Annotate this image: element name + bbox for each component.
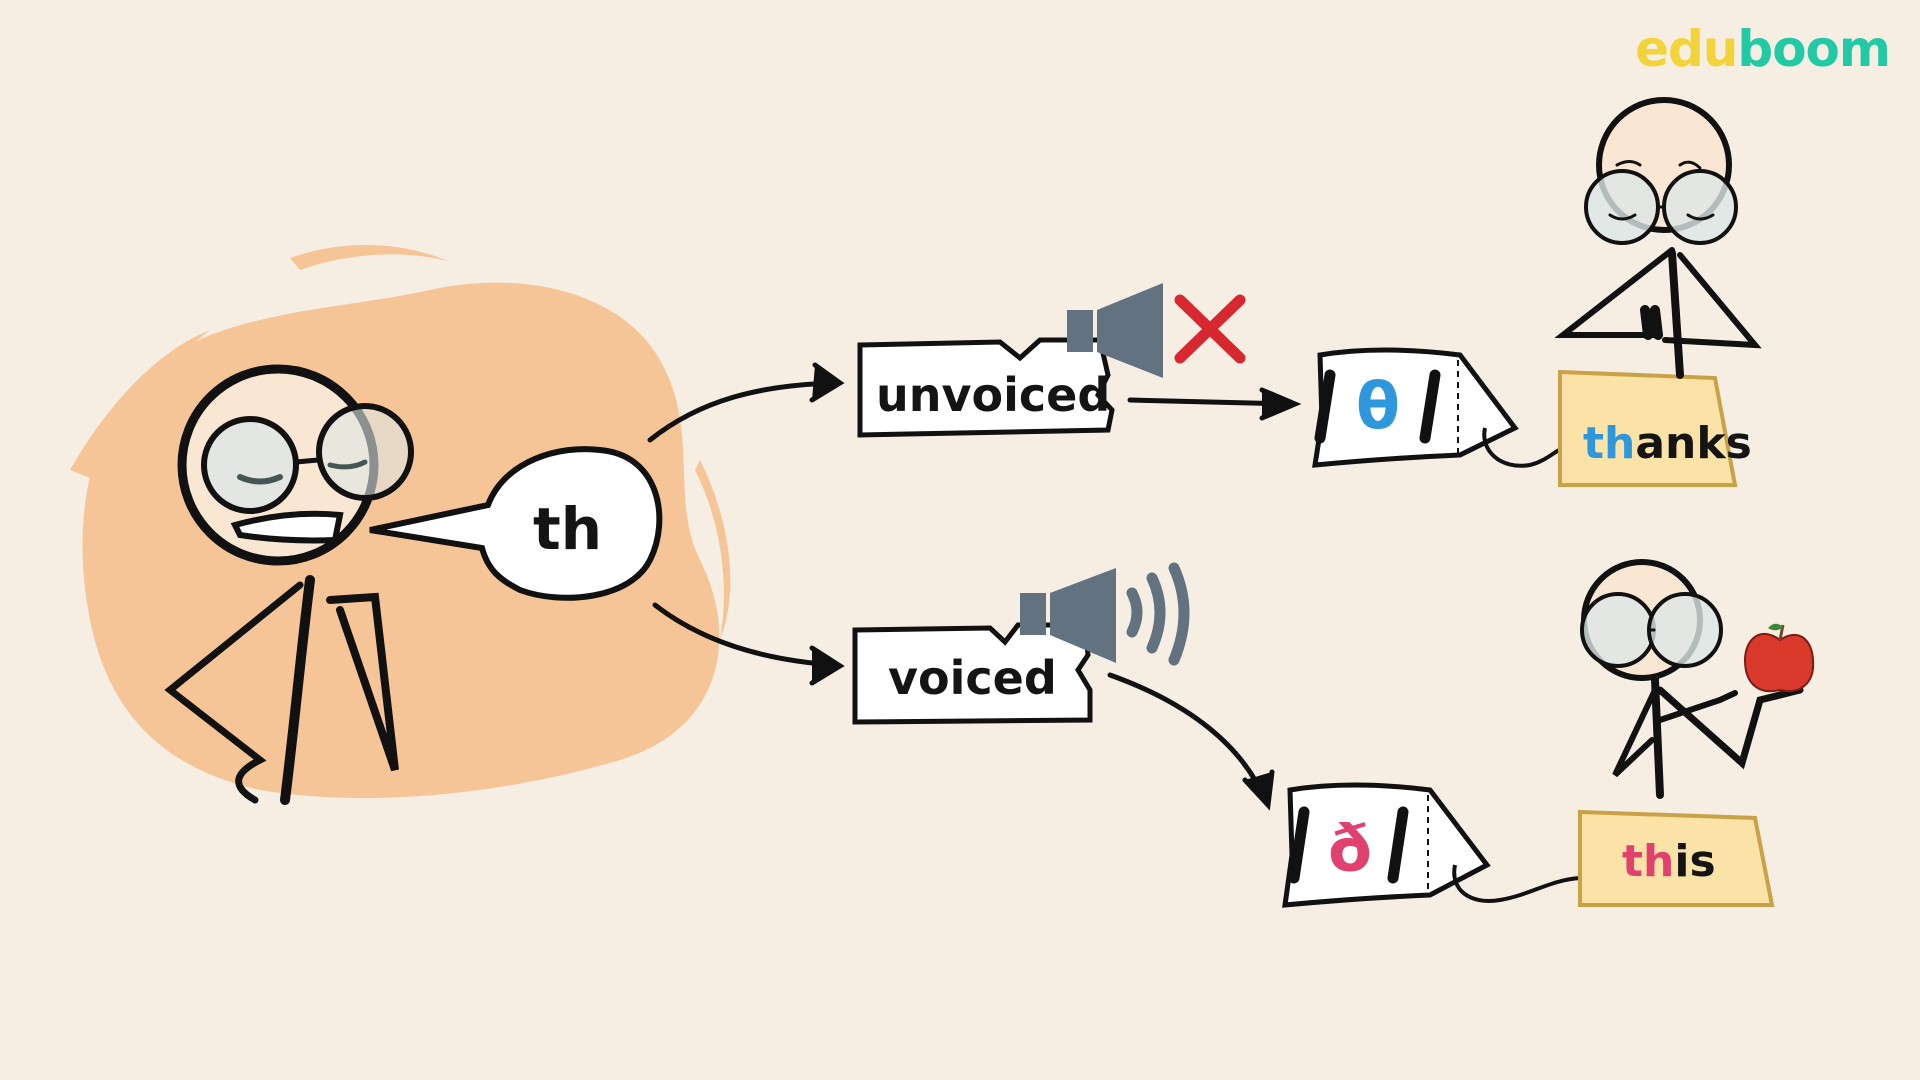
example-word-thanks: thanks [1583,422,1752,466]
ipa-theta-symbol: θ [1356,370,1400,444]
red-x-icon [1174,294,1246,364]
voiced-tag [852,622,1093,725]
speaker-sound-waves-icon [1020,562,1190,666]
word-highlight: th [1583,418,1636,469]
logo-edu: edu [1635,20,1738,78]
unvoiced-tag [857,337,1115,438]
praying-character [1554,97,1762,379]
logo-boom: boom [1737,20,1891,78]
apple-holding-character [1580,559,1804,799]
word-highlight: th [1622,836,1675,887]
speech-bubble [369,446,663,601]
speech-bubble-text: th [533,495,603,563]
word-card-thanks [1558,369,1738,487]
arrows [647,362,1302,811]
eduboom-logo: eduboom [1635,20,1891,78]
word-rest: is [1674,836,1716,887]
word-card-this [1578,809,1775,907]
ipa-card-eth [1282,782,1581,908]
word-rest: anks [1635,418,1752,469]
example-word-this: this [1622,840,1716,884]
unvoiced-label: unvoiced [876,368,1111,422]
apple-icon [1743,623,1815,693]
ipa-card-theta [1312,347,1567,468]
ipa-eth-symbol: ð [1328,813,1372,887]
teacher-character [164,364,414,805]
voiced-label: voiced [888,651,1057,705]
speaker-muted-icon [1067,283,1163,378]
